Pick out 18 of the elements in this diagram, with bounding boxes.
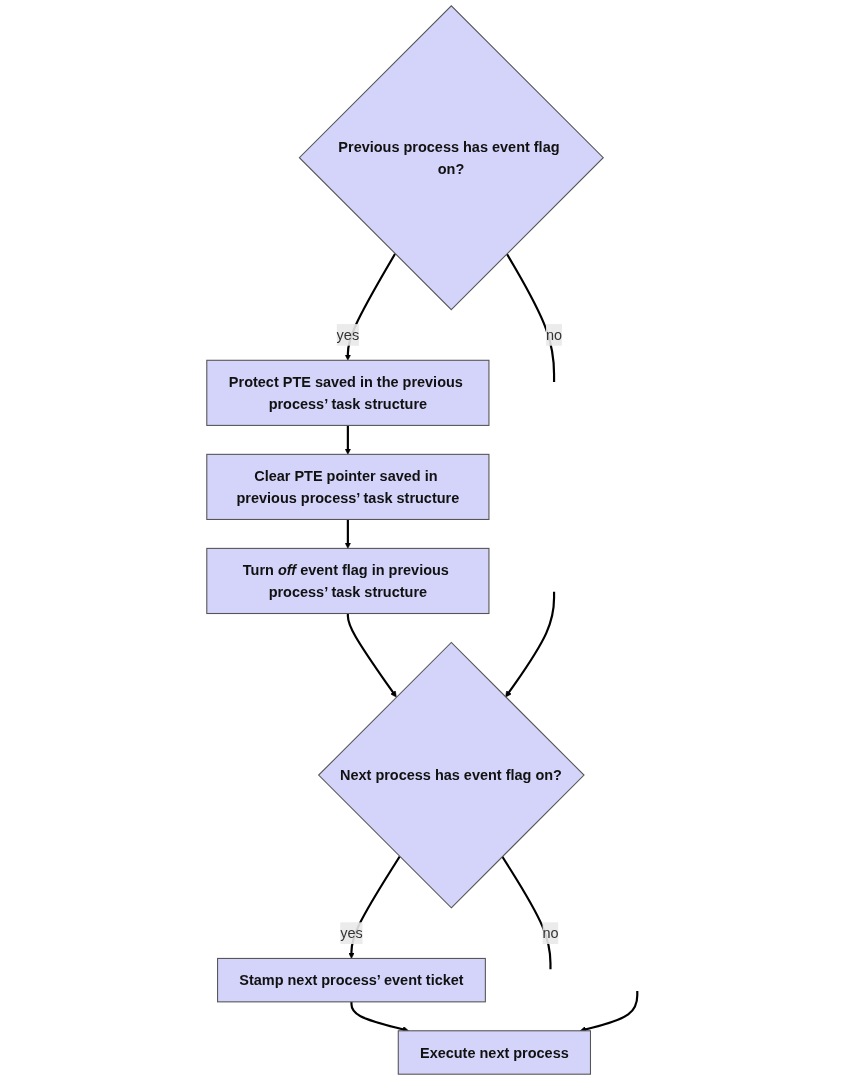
arrow [344, 519, 351, 549]
edge-label: no [545, 327, 562, 343]
node-box: Clear PTE pointer saved in previous process’ task structure [205, 453, 490, 520]
arrow [344, 253, 396, 361]
node-box: Execute next process [397, 1030, 591, 1075]
edge-label: yes [336, 327, 359, 343]
arrow [344, 425, 351, 455]
arrow [346, 613, 397, 698]
arrow [579, 991, 638, 1033]
node-box: Turn off event flag in previous process’ task structure [205, 547, 490, 615]
edge-label: no [542, 925, 559, 942]
node-box: Protect PTE saved in the previous process’ task structure [205, 359, 490, 426]
node-diamond: Previous process has event flag on? [298, 5, 604, 311]
arrow [504, 591, 555, 698]
node-diamond: Next process has event flag on? [317, 641, 585, 909]
node-box: Stamp next process’ event ticket [216, 957, 486, 1003]
arrow [347, 855, 401, 959]
edge-label: yes [339, 925, 363, 942]
